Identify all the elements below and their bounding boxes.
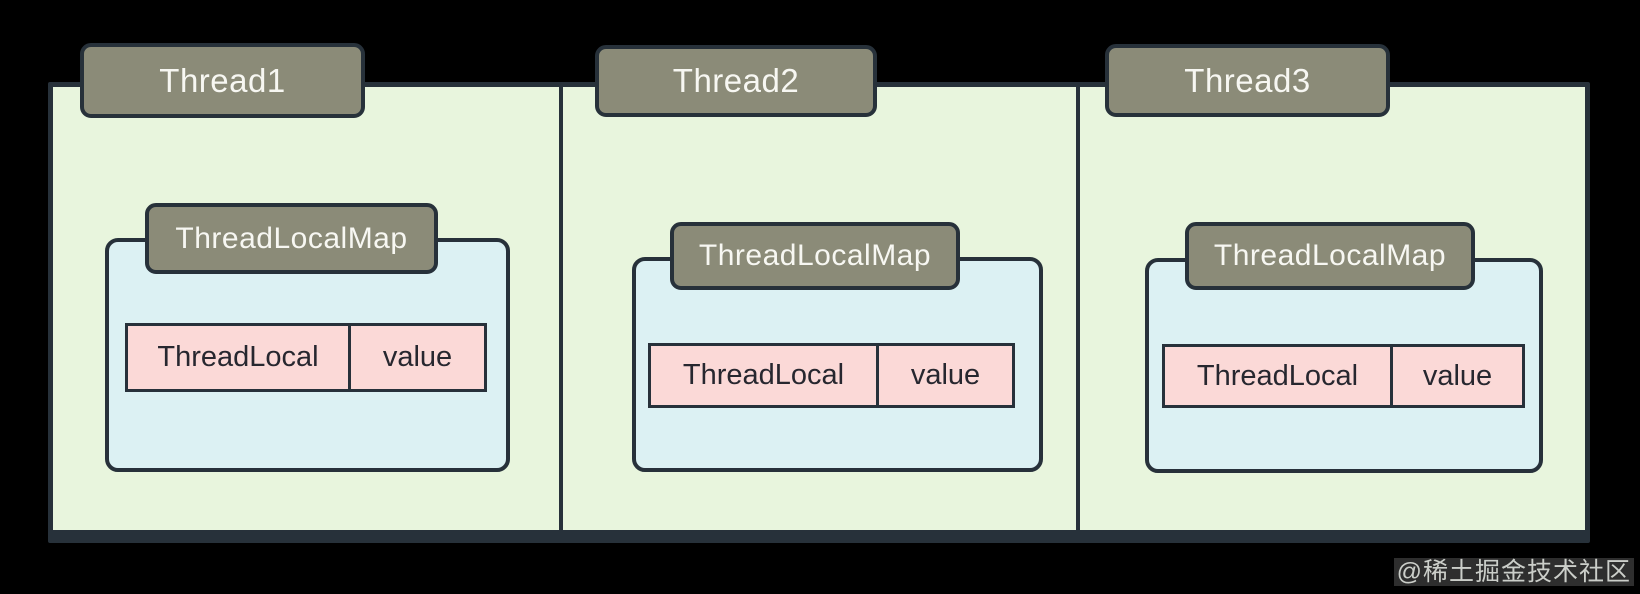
thread1-entry-value: value xyxy=(351,326,484,389)
thread3-entry-row: ThreadLocal value xyxy=(1162,344,1525,408)
thread3-entry-key: ThreadLocal xyxy=(1165,347,1393,405)
thread1-entry-row: ThreadLocal value xyxy=(125,323,487,392)
thread3-entry-value: value xyxy=(1393,347,1522,405)
thread3-map-tab: ThreadLocalMap xyxy=(1185,222,1475,290)
thread1-map-tab: ThreadLocalMap xyxy=(145,203,438,274)
section-divider-1 xyxy=(559,84,563,541)
thread2-entry-value: value xyxy=(879,346,1012,405)
thread1-entry-key: ThreadLocal xyxy=(128,326,351,389)
watermark: @稀土掘金技术社区 xyxy=(1393,557,1634,586)
thread2-map-tab: ThreadLocalMap xyxy=(670,222,960,290)
section-divider-2 xyxy=(1076,84,1080,541)
thread1-tab: Thread1 xyxy=(80,43,365,118)
thread2-entry-key: ThreadLocal xyxy=(651,346,879,405)
thread2-tab: Thread2 xyxy=(595,45,877,117)
thread3-tab: Thread3 xyxy=(1105,44,1390,117)
thread2-entry-row: ThreadLocal value xyxy=(648,343,1015,408)
